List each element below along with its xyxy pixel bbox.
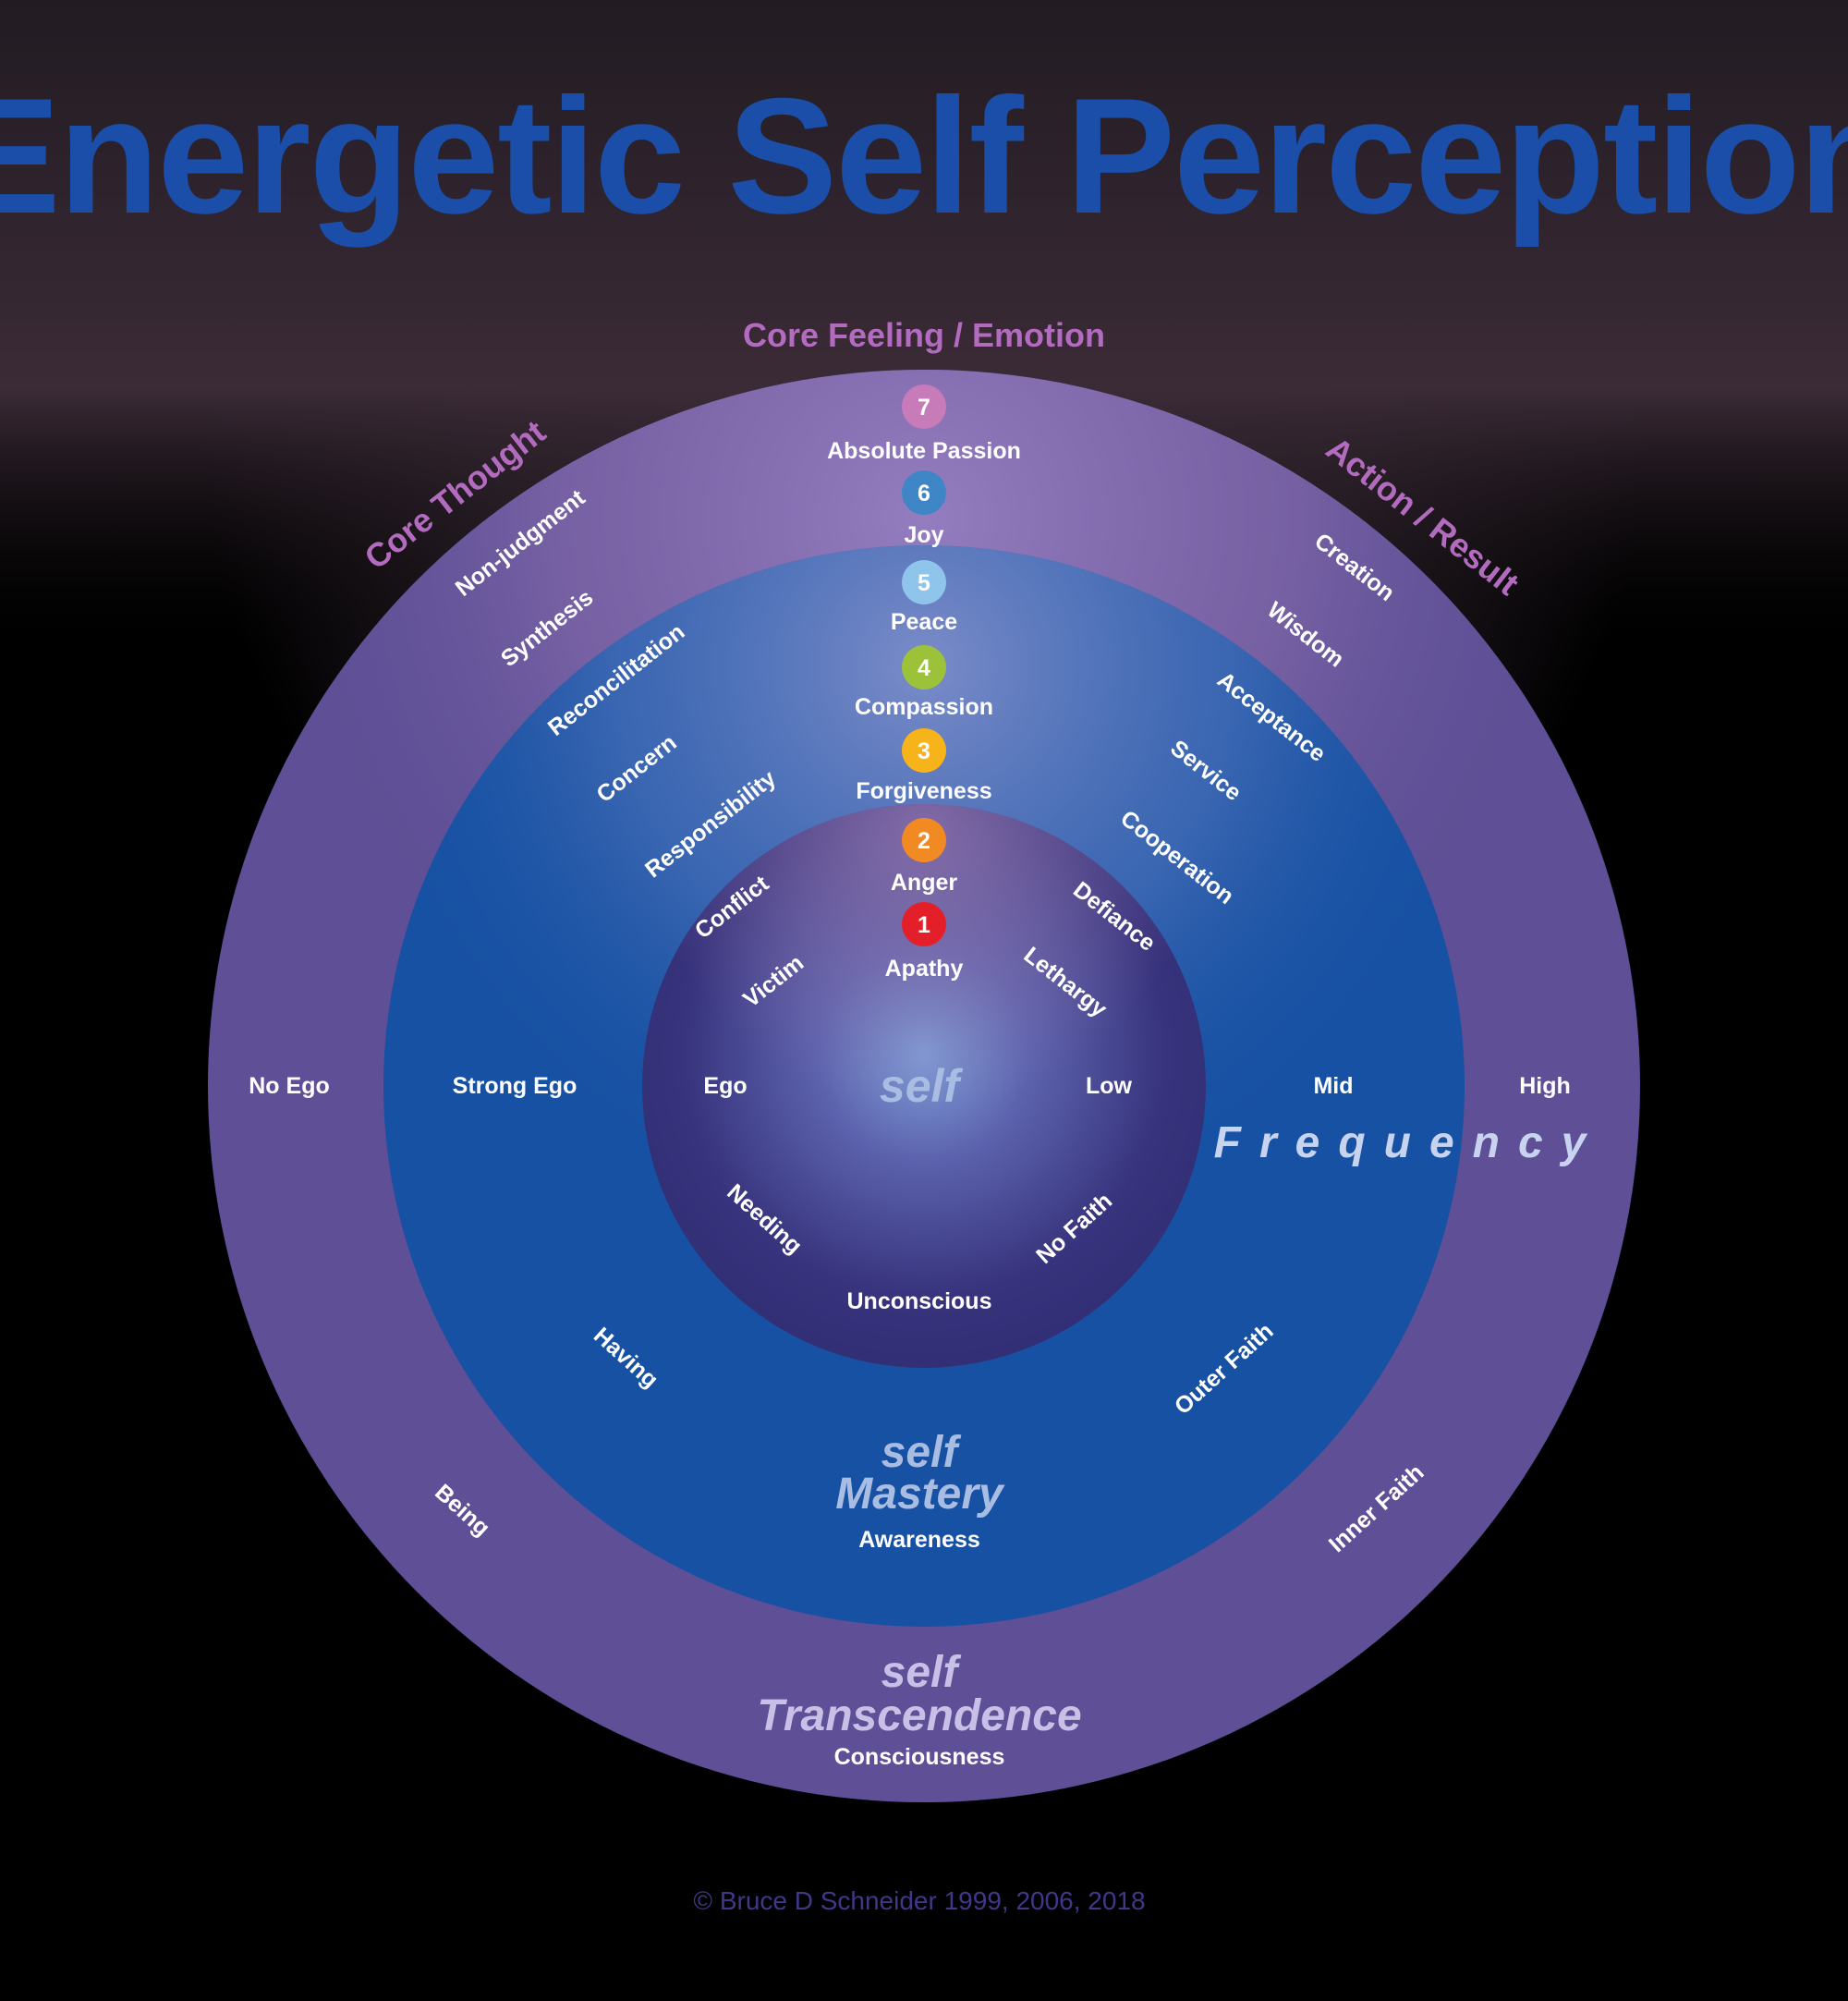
feeling-label: Peace xyxy=(891,609,957,635)
level-1: 1 Apathy xyxy=(885,902,964,982)
level-badge xyxy=(902,470,946,515)
level-number: 4 xyxy=(918,655,930,681)
middle-ring-title-mastery: Mastery xyxy=(835,1470,1005,1519)
level-number: 3 xyxy=(918,738,930,764)
level-badge xyxy=(902,645,946,689)
outer-ring-subtitle: Consciousness xyxy=(834,1744,1005,1770)
level-badge xyxy=(902,560,946,604)
middle-ring-title-self: self xyxy=(881,1428,962,1477)
outer-ring-title-self: self xyxy=(881,1648,962,1697)
inner-ring-subtitle: Unconscious xyxy=(847,1288,992,1314)
ego-label: Strong Ego xyxy=(453,1073,578,1099)
level-number: 5 xyxy=(918,570,930,596)
level-3: 3 Forgiveness xyxy=(856,728,992,804)
level-7: 7 Absolute Passion xyxy=(827,384,1021,464)
level-badge xyxy=(902,728,946,773)
ego-label: Ego xyxy=(703,1073,747,1099)
frequency-label: Low xyxy=(1086,1073,1133,1099)
level-badge xyxy=(902,818,946,862)
middle-ring-subtitle: Awareness xyxy=(858,1527,980,1553)
level-badge xyxy=(902,902,946,946)
level-number: 7 xyxy=(918,395,930,421)
inner-circle-glow xyxy=(642,804,1206,1368)
level-6: 6 Joy xyxy=(902,470,946,548)
level-badge xyxy=(902,384,946,429)
feeling-label: Apathy xyxy=(885,956,964,982)
feeling-label: Anger xyxy=(891,870,958,896)
copyright: © Bruce D Schneider 1999, 2006, 2018 xyxy=(693,1886,1145,1915)
feeling-label: Joy xyxy=(904,522,943,548)
feeling-label: Absolute Passion xyxy=(827,438,1021,464)
feeling-label: Forgiveness xyxy=(856,778,991,804)
frequency-label: High xyxy=(1519,1073,1571,1099)
level-number: 6 xyxy=(918,481,930,506)
frequency-axis-title: Frequency xyxy=(1214,1118,1605,1167)
page-title: Energetic Self Perception xyxy=(0,64,1848,248)
axis-label-core-feeling: Core Feeling / Emotion xyxy=(743,316,1105,354)
ego-label: No Ego xyxy=(249,1073,330,1099)
level-4: 4 Compassion xyxy=(855,645,993,720)
level-number: 1 xyxy=(918,912,930,938)
inner-ring-title: self xyxy=(880,1060,964,1112)
outer-ring-title-transcendence: Transcendence xyxy=(757,1691,1081,1740)
level-5: 5 Peace xyxy=(891,560,957,635)
frequency-label: Mid xyxy=(1313,1073,1353,1099)
level-2: 2 Anger xyxy=(891,818,958,896)
feeling-label: Compassion xyxy=(855,694,993,720)
level-number: 2 xyxy=(918,828,930,854)
